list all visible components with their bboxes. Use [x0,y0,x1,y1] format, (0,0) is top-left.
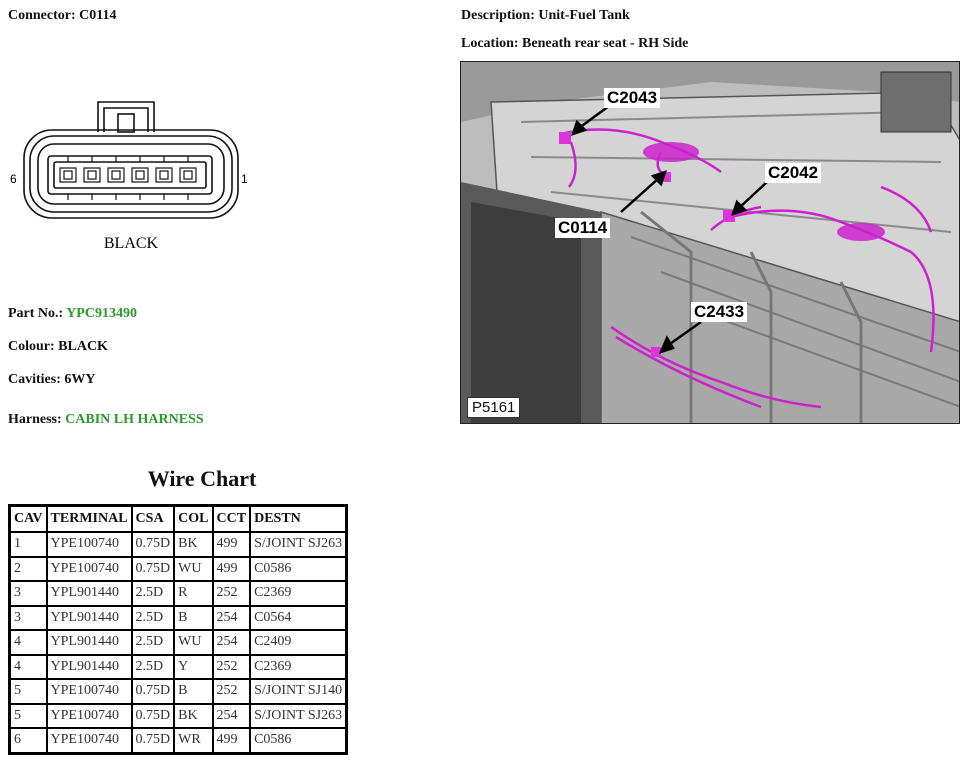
table-cell: 2.5D [130,629,176,656]
column-header: TERMINAL [45,504,133,533]
table-cell: 2.5D [130,653,176,680]
table-cell: WR [173,727,214,754]
table-cell: 254 [211,629,252,656]
location-label: Location: Beneath rear seat - RH Side [461,36,689,51]
callout-c2043: C2043 [604,88,661,108]
table-cell: B [173,678,214,705]
table-cell: YPE100740 [45,702,133,729]
table-cell: YPE100740 [45,727,133,754]
table-cell: C2369 [249,580,348,607]
table-cell: 0.75D [130,531,176,558]
table-cell: 252 [211,580,252,607]
part-number: Part No.: YPC913490 [8,306,137,321]
table-cell: 3 [8,604,48,631]
table-cell: YPE100740 [45,678,133,705]
table-cell: 1 [8,531,48,558]
pin-1-label: 1 [241,172,248,186]
connector-label: Connector: C0114 [8,8,117,23]
table-cell: 254 [211,604,252,631]
pin-6-label: 6 [10,172,17,186]
table-cell: YPL901440 [45,653,133,680]
callout-c2433: C2433 [691,302,748,322]
table-cell: 3 [8,580,48,607]
table-cell: S/JOINT SJ140 [249,678,348,705]
table-cell: WU [173,555,214,582]
table-cell: 499 [211,531,252,558]
harness: Harness: CABIN LH HARNESS [8,412,204,427]
connector-face-diagram: 6 1 BLACK [10,101,248,252]
table-cell: 252 [211,678,252,705]
vehicle-floor-illustration [461,62,959,423]
table-cell: C0564 [249,604,348,631]
table-cell: YPE100740 [45,555,133,582]
table-cell: 2.5D [130,604,176,631]
cavities-label: Cavities: 6WY [8,372,96,387]
table-cell: 0.75D [130,678,176,705]
table-cell: 252 [211,653,252,680]
table-cell: 5 [8,702,48,729]
photo-id-label: P5161 [467,397,521,418]
table-cell: YPE100740 [45,531,133,558]
table-cell: C2369 [249,653,348,680]
table-cell: C2409 [249,629,348,656]
table-cell: 4 [8,629,48,656]
table-cell: 0.75D [130,727,176,754]
column-header: CSA [130,504,176,533]
table-cell: WU [173,629,214,656]
table-cell: R [173,580,214,607]
column-header: CAV [8,504,48,533]
table-cell: 499 [211,555,252,582]
table-cell: 499 [211,727,252,754]
table-cell: 6 [8,727,48,754]
callout-c0114: C0114 [555,218,611,238]
table-cell: 0.75D [130,555,176,582]
table-cell: C0586 [249,727,348,754]
table-cell: 4 [8,653,48,680]
table-cell: 5 [8,678,48,705]
table-cell: BK [173,702,214,729]
table-cell: 2 [8,555,48,582]
connector-color-label: BLACK [104,235,159,252]
table-cell: YPL901440 [45,604,133,631]
table-cell: C0586 [249,555,348,582]
colour-label: Colour: BLACK [8,339,108,354]
table-cell: YPL901440 [45,580,133,607]
table-cell: B [173,604,214,631]
part-number-value: YPC913490 [66,306,137,321]
table-cell: BK [173,531,214,558]
table-cell: 2.5D [130,580,176,607]
column-header: DESTN [249,504,348,533]
callout-c2042: C2042 [765,163,822,183]
harness-value: CABIN LH HARNESS [65,412,204,427]
column-header: COL [173,504,214,533]
table-cell: 0.75D [130,702,176,729]
table-cell: 254 [211,702,252,729]
table-cell: YPL901440 [45,629,133,656]
wire-chart-title: Wire Chart [147,466,257,491]
location-photo: C2043 C2042 C0114 C2433 P5161 [460,61,960,424]
table-cell: S/JOINT SJ263 [249,702,348,729]
description-label: Description: Unit-Fuel Tank [461,8,630,23]
table-cell: Y [173,653,214,680]
column-header: CCT [211,504,252,533]
table-cell: S/JOINT SJ263 [249,531,348,558]
